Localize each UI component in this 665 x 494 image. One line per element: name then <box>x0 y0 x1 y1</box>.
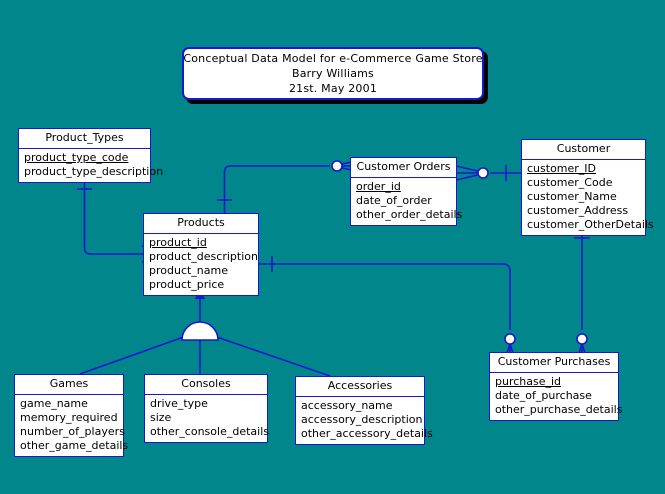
attribute-product-type-description: product_type_description <box>24 165 164 178</box>
attribute-other-game-details: other_game_details <box>20 439 129 452</box>
attribute-customer-code: customer_Code <box>527 176 613 189</box>
attribute-product-type-code: product_type_code <box>24 151 129 164</box>
attribute-drive-type: drive_type <box>150 397 208 410</box>
attribute-customer-id: customer_ID <box>527 162 597 175</box>
subtype-half-disc-icon <box>181 321 219 341</box>
entity-customer-purchases-title: Customer Purchases <box>490 353 618 373</box>
attribute-size: size <box>150 411 172 424</box>
title-line-3: 21st. May 2001 <box>288 82 378 95</box>
attribute-other-order-details: other_order_details <box>356 208 463 221</box>
attribute-customer-otherdetails: customer_OtherDetails <box>527 218 654 231</box>
title-box: Conceptual Data Model for e-Commerce Gam… <box>182 47 484 100</box>
entity-customer-title: Customer <box>522 140 645 160</box>
entity-games-attributes: game_name memory_required number_of_play… <box>15 395 129 456</box>
attribute-accessory-name: accessory_name <box>301 399 393 412</box>
attribute-other-accessory-details: other_accessory_details <box>301 427 433 440</box>
entity-products[interactable]: Products product_id product_description … <box>143 213 259 296</box>
entity-customer[interactable]: Customer customer_ID customer_Code custo… <box>521 139 654 236</box>
entity-product-types[interactable]: Product_Types product_type_code product_… <box>18 128 164 183</box>
entity-games-title: Games <box>15 375 123 395</box>
entity-product-types-attributes: product_type_code product_type_descripti… <box>19 149 164 182</box>
entity-customer-purchases[interactable]: Customer Purchases purchase_id date_of_p… <box>489 352 623 421</box>
attribute-product-description: product_description <box>149 250 258 263</box>
entity-customer-attributes: customer_ID customer_Code customer_Name … <box>522 160 654 235</box>
entity-products-title: Products <box>144 214 258 234</box>
attribute-product-name: product_name <box>149 264 229 277</box>
attribute-order-id: order_id <box>356 180 401 193</box>
attribute-date-of-order: date_of_order <box>356 194 432 207</box>
attribute-other-console-details: other_console_details <box>150 425 269 438</box>
entity-customer-orders-title: Customer Orders <box>351 158 456 178</box>
title-line-2: Barry Williams <box>292 67 374 80</box>
attribute-purchase-id: purchase_id <box>495 375 562 388</box>
entity-customer-orders-attributes: order_id date_of_order other_order_detai… <box>351 178 463 225</box>
entity-consoles[interactable]: Consoles drive_type size other_console_d… <box>144 374 269 443</box>
attribute-date-of-purchase: date_of_purchase <box>495 389 592 402</box>
entity-accessories-title: Accessories <box>296 377 424 397</box>
title-line-1: Conceptual Data Model for e-Commerce Gam… <box>183 52 483 65</box>
entity-games[interactable]: Games game_name memory_required number_o… <box>14 374 129 457</box>
entity-customer-orders[interactable]: Customer Orders order_id date_of_order o… <box>350 157 463 226</box>
attribute-product-id: product_id <box>149 236 207 249</box>
entity-accessories[interactable]: Accessories accessory_name accessory_des… <box>295 376 433 445</box>
entity-accessories-attributes: accessory_name accessory_description oth… <box>296 397 433 444</box>
connector-customer-customer-orders <box>451 164 521 182</box>
entity-consoles-title: Consoles <box>145 375 267 395</box>
attribute-memory-required: memory_required <box>20 411 118 424</box>
attribute-other-purchase-details: other_purchase_details <box>495 403 623 416</box>
connector-products-customer-purchases <box>259 256 519 369</box>
entity-consoles-attributes: drive_type size other_console_details <box>145 395 269 442</box>
entity-product-types-title: Product_Types <box>19 129 150 149</box>
attribute-product-price: product_price <box>149 278 225 291</box>
attribute-customer-address: customer_Address <box>527 204 629 217</box>
connector-customer-customer-purchases <box>573 222 591 369</box>
entity-customer-purchases-attributes: purchase_id date_of_purchase other_purch… <box>490 373 623 420</box>
attribute-number-of-players: number_of_players <box>20 425 125 438</box>
attribute-accessory-description: accessory_description <box>301 413 423 426</box>
connector-products-customer-orders <box>217 157 369 213</box>
entity-products-attributes: product_id product_description product_n… <box>144 234 258 295</box>
attribute-game-name: game_name <box>20 397 88 410</box>
connector-subtype-group <box>79 290 331 377</box>
attribute-customer-name: customer_Name <box>527 190 617 203</box>
